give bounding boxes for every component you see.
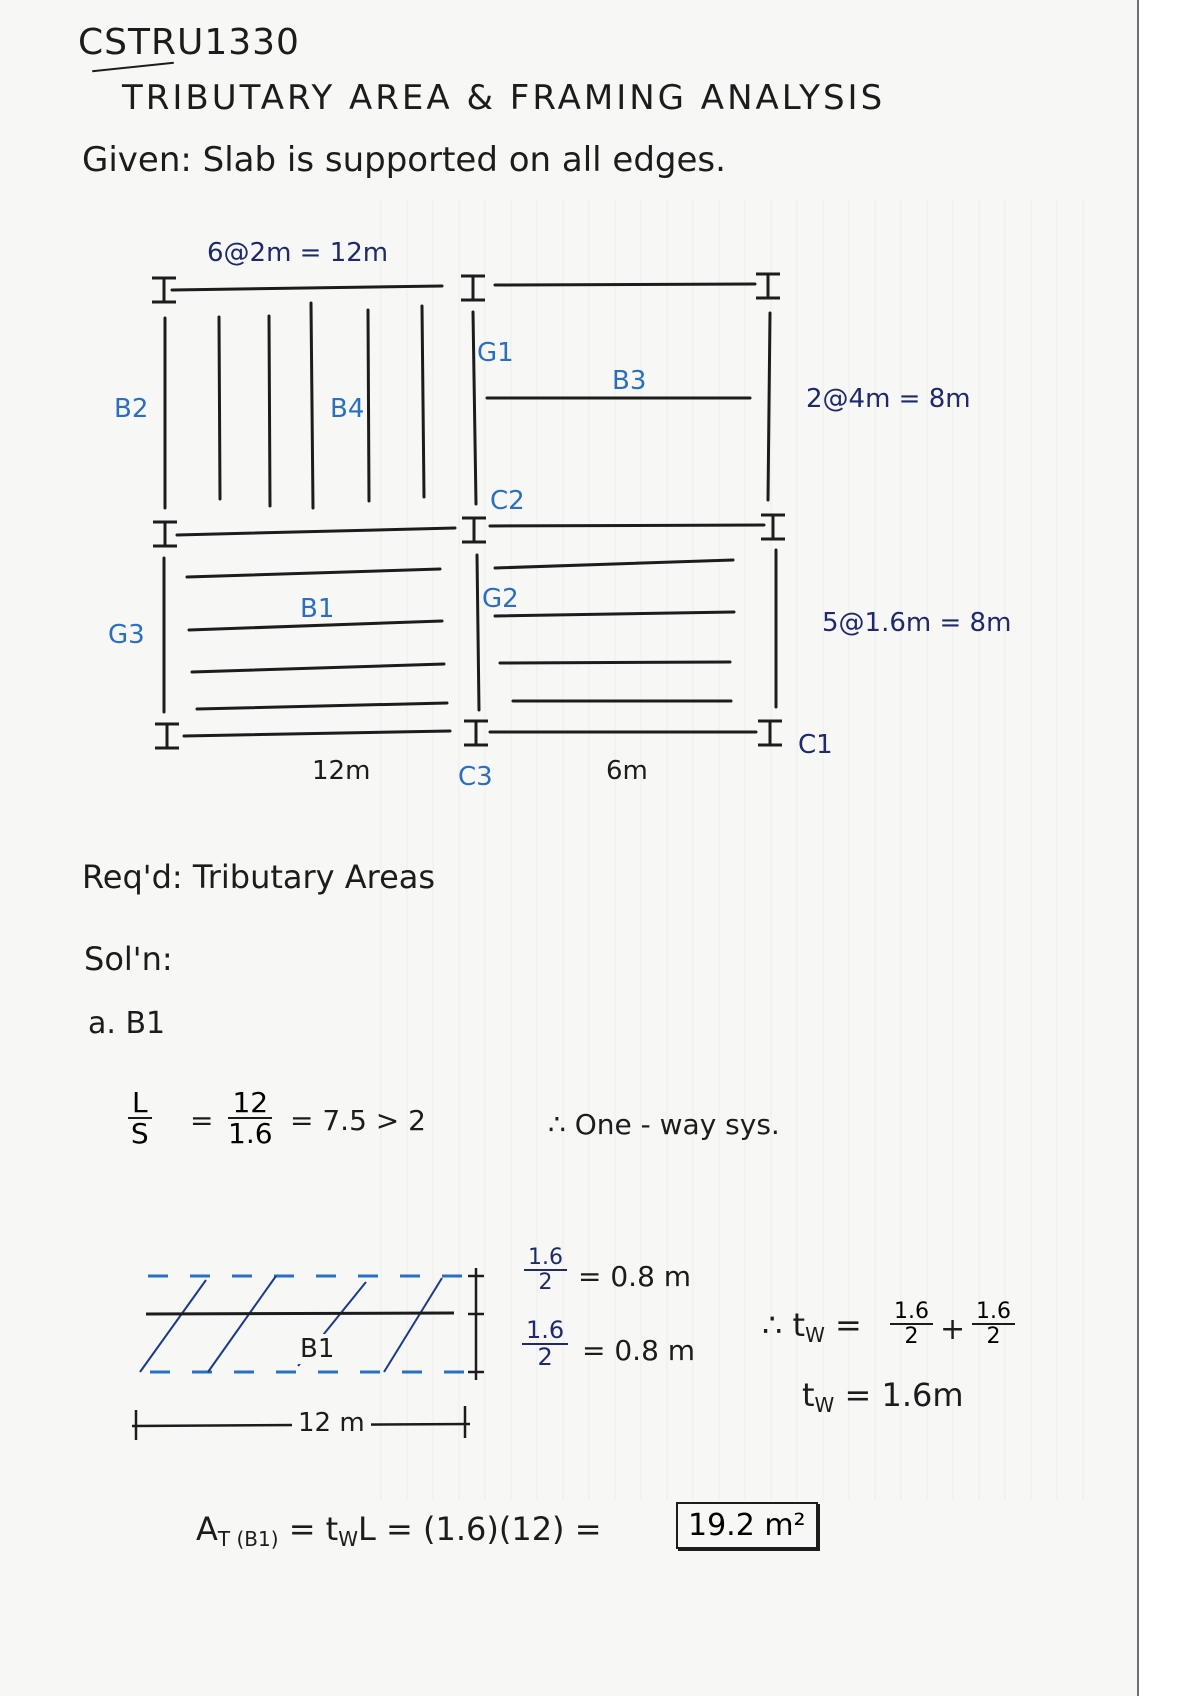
- member-label-b1: B1: [300, 594, 335, 624]
- tw-term2-fraction: 1.6 2: [972, 1300, 1015, 1348]
- tw-plus: +: [940, 1312, 966, 1347]
- ratio-fraction: 12 1.6: [228, 1086, 273, 1151]
- half-top-fraction: 1.6 2: [524, 1246, 567, 1294]
- tw-result: tW = 1.6m: [802, 1376, 964, 1417]
- member-label-b2: B2: [114, 394, 149, 424]
- page-title: TRIBUTARY AREA & FRAMING ANALYSIS: [122, 78, 886, 118]
- ratio-result: = 7.5 > 2: [290, 1104, 426, 1137]
- solution-label: Sol'n:: [84, 940, 173, 978]
- column-symbols: [152, 272, 785, 750]
- required-statement: Req'd: Tributary Areas: [82, 858, 436, 896]
- member-label-b3: B3: [612, 366, 647, 396]
- bottom-dimension-left: 12m: [312, 756, 371, 786]
- bottom-dimension-right: 6m: [606, 756, 648, 786]
- member-label-c2: C2: [490, 486, 525, 516]
- half-top-result: = 0.8 m: [578, 1260, 692, 1293]
- top-dimension-label: 6@2m = 12m: [207, 238, 389, 268]
- tributary-area-answer: 19.2 m²: [676, 1502, 818, 1549]
- member-label-c3: C3: [458, 762, 493, 792]
- sketch-length-label: 12 m: [292, 1408, 371, 1438]
- tributary-area-equation: AT (B1) = tWL = (1.6)(12) =: [196, 1510, 602, 1551]
- member-label-g1: G1: [477, 338, 514, 368]
- half-bottom-result: = 0.8 m: [582, 1334, 696, 1367]
- notebook-page: CSTRU1330 TRIBUTARY AREA & FRAMING ANALY…: [78, 0, 1139, 1696]
- right-dimension-bottom: 5@1.6m = 8m: [822, 608, 1012, 638]
- member-label-g2: G2: [482, 584, 519, 614]
- half-bottom-fraction: 1.6 2: [522, 1317, 569, 1370]
- equals-sign: =: [190, 1104, 214, 1137]
- framing-plan-diagram: [152, 272, 785, 750]
- member-label-c1: C1: [798, 730, 833, 760]
- one-way-conclusion: ∴ One - way sys.: [548, 1108, 780, 1141]
- given-statement: Given: Slab is supported on all edges.: [82, 140, 726, 180]
- ls-fraction: L S: [128, 1088, 152, 1149]
- tw-term1-fraction: 1.6 2: [890, 1300, 933, 1348]
- member-label-b4: B4: [330, 394, 365, 424]
- tw-equation-lhs: ∴ tW =: [762, 1306, 862, 1347]
- member-label-g3: G3: [108, 620, 145, 650]
- part-a-label: a. B1: [88, 1006, 166, 1041]
- sketch-member-b1: B1: [296, 1334, 339, 1364]
- right-dimension-top: 2@4m = 8m: [806, 384, 971, 414]
- course-code: CSTRU1330: [78, 22, 300, 63]
